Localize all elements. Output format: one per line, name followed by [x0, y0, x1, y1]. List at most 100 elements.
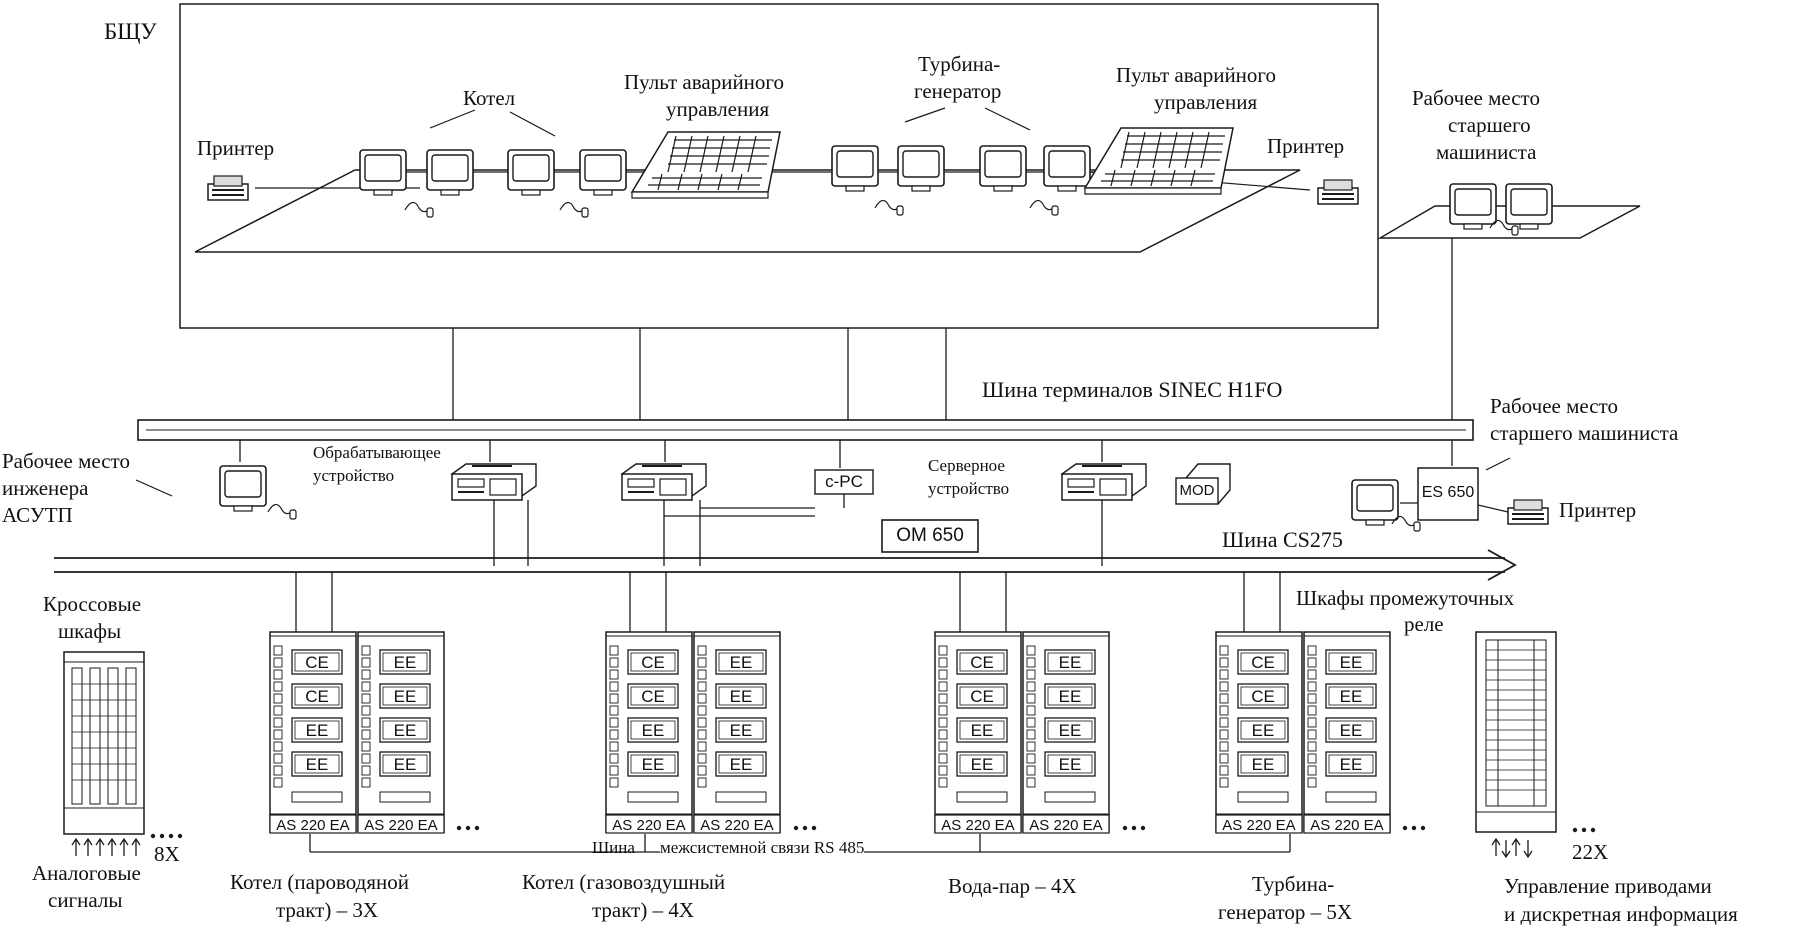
- monitor-icon: [359, 149, 407, 196]
- ce-module-label: CE: [970, 653, 994, 672]
- count-22x: 22X: [1572, 840, 1609, 864]
- bshu-room-frame: [179, 3, 1379, 329]
- printer-right-label: Принтер: [1267, 134, 1345, 158]
- group2-label-1: Котел (газовоздушный: [522, 870, 726, 894]
- ee-module-label: EE: [394, 653, 417, 672]
- analog-label-1: Аналоговые: [32, 861, 141, 885]
- mouse-icon: [874, 199, 904, 216]
- ee-module-label: EE: [730, 755, 753, 774]
- drives-label-1: Управление приводами: [1504, 874, 1712, 898]
- printer-icon: [207, 175, 249, 201]
- monitor-icon: [219, 465, 267, 512]
- cross-label-2: шкафы: [58, 619, 122, 643]
- server-icon: [1061, 463, 1147, 501]
- relay-label-2: реле: [1404, 612, 1444, 636]
- engineer-label-2: инженера: [2, 476, 89, 500]
- mouse-icon: [1391, 515, 1421, 532]
- as220-label: AS 220 EA: [1310, 817, 1383, 834]
- senior-mid-label-2: старшего машиниста: [1490, 421, 1679, 445]
- senior-top-label-2: старшего: [1448, 113, 1531, 137]
- processing-label-1: Обрабатывающее: [313, 443, 441, 462]
- ce-module-label: CE: [305, 687, 329, 706]
- as220-label: AS 220 EA: [1029, 817, 1102, 834]
- ce-module-label: CE: [641, 653, 665, 672]
- rs485-label-a: Шина: [592, 838, 635, 857]
- monitor-icon: [979, 145, 1027, 192]
- as220-label: AS 220 EA: [1222, 817, 1295, 834]
- controller-cabinet: EE EE EE EE AS 220 EA: [1022, 631, 1110, 834]
- mouse-icon: [404, 201, 434, 218]
- control-panel-icon: [631, 131, 781, 199]
- ee-module-label: EE: [1059, 653, 1082, 672]
- bus-h1fo-label: Шина терминалов SINEC H1FO: [982, 377, 1283, 402]
- mod-label: MOD: [1179, 482, 1215, 499]
- server-icon: [621, 463, 707, 501]
- ellipsis-dots: [150, 825, 1596, 839]
- ee-module-label: EE: [1340, 755, 1363, 774]
- es650-box: [1417, 467, 1479, 521]
- mouse-icon: [267, 503, 297, 520]
- pult2-label-1: Пульт аварийного: [1116, 63, 1277, 87]
- mouse-icon: [559, 201, 589, 218]
- group4-label-2: генератор – 5X: [1218, 900, 1353, 924]
- ee-module-label: EE: [306, 755, 329, 774]
- cabinet-icon: [63, 651, 145, 835]
- ce-module-label: CE: [1251, 687, 1275, 706]
- control-panel-icon: [1084, 127, 1234, 195]
- es650-label: ES 650: [1421, 484, 1475, 501]
- ee-module-label: EE: [394, 721, 417, 740]
- server-label-2: устройство: [928, 479, 1010, 498]
- printer-icon: [1507, 499, 1549, 525]
- ce-module-label: CE: [305, 653, 329, 672]
- engineer-label-3: АСУТП: [2, 503, 73, 527]
- ee-module-label: EE: [394, 755, 417, 774]
- ee-module-label: EE: [1340, 687, 1363, 706]
- mod-box: [1175, 477, 1219, 505]
- analog-label-2: сигналы: [48, 888, 123, 912]
- rs485-label-b: межсистемной связи RS 485: [660, 838, 865, 858]
- ee-module-label: EE: [306, 721, 329, 740]
- bshu-desk: [194, 169, 1301, 253]
- senior-top-label-1: Рабочее место: [1412, 86, 1540, 110]
- group1-label-1: Котел (пароводяной: [230, 870, 409, 894]
- controller-cabinet: CE CE EE EE AS 220 EA: [269, 631, 357, 834]
- om650-box: [881, 519, 979, 553]
- cabinet-icon: [1475, 631, 1557, 833]
- ee-module-label: EE: [642, 755, 665, 774]
- c-pc-label: c-PC: [825, 472, 863, 491]
- drives-label-2: и дискретная информация: [1504, 902, 1738, 926]
- ee-module-label: EE: [1252, 755, 1275, 774]
- printer-mid-label: Принтер: [1559, 498, 1637, 522]
- count-8x: 8X: [154, 842, 180, 866]
- pult1-label-1: Пульт аварийного: [624, 70, 785, 94]
- controller-cabinet: EE EE EE EE AS 220 EA: [1303, 631, 1391, 834]
- processing-label-2: устройство: [313, 466, 395, 485]
- monitor-icon: [1351, 479, 1399, 526]
- as220-label: AS 220 EA: [364, 817, 437, 834]
- pult1-label-2: управления: [666, 97, 770, 121]
- monitor-icon: [1043, 145, 1091, 192]
- as220-label: AS 220 EA: [276, 817, 349, 834]
- monitor-icon: [579, 149, 627, 196]
- as220-label: AS 220 EA: [700, 817, 773, 834]
- ee-module-label: EE: [1340, 653, 1363, 672]
- ee-module-label: EE: [971, 721, 994, 740]
- ee-module-label: EE: [1340, 721, 1363, 740]
- senior-mid-label-1: Рабочее место: [1490, 394, 1618, 418]
- printer-left-label: Принтер: [197, 136, 275, 160]
- ee-module-label: EE: [1059, 687, 1082, 706]
- group4-label-1: Турбина-: [1252, 872, 1335, 896]
- monitor-icon: [1449, 183, 1497, 230]
- ee-module-label: EE: [1059, 755, 1082, 774]
- kotel-label: Котел: [463, 86, 516, 110]
- bshu-label: БЩУ: [104, 19, 157, 44]
- ce-module-label: CE: [641, 687, 665, 706]
- pult2-label-2: управления: [1154, 90, 1258, 114]
- group3-label-1: Вода-пар – 4X: [948, 874, 1077, 898]
- as220-label: AS 220 EA: [941, 817, 1014, 834]
- cross-label-1: Кроссовые: [43, 592, 142, 616]
- ee-module-label: EE: [1059, 721, 1082, 740]
